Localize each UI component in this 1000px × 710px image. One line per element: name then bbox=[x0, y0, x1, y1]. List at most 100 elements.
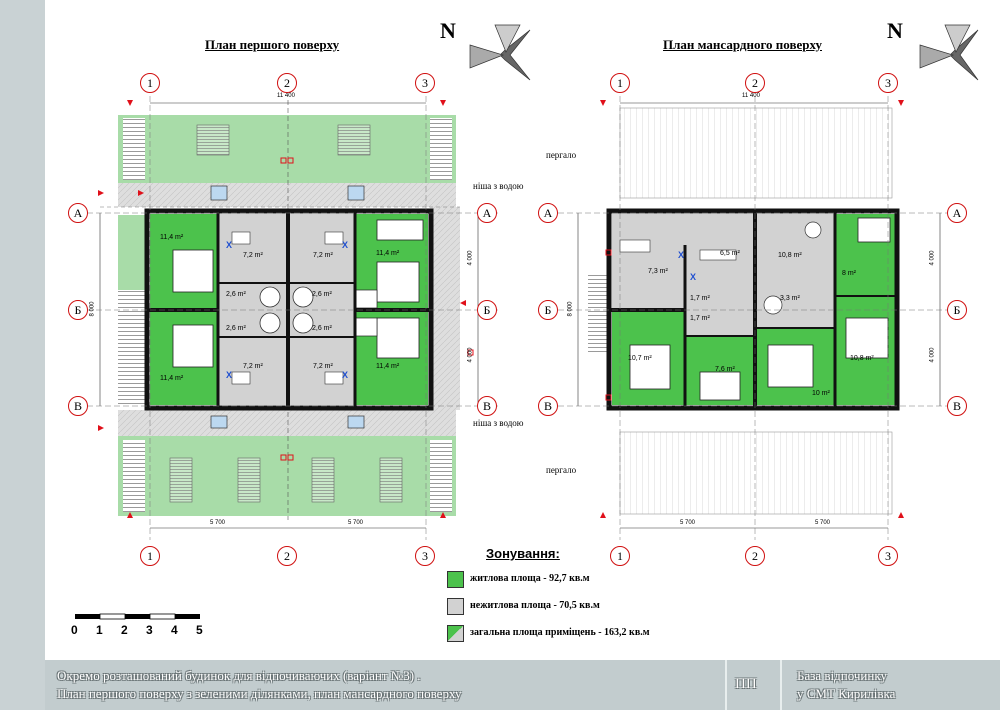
legend-total-label: загальна площа приміщень - 163,2 кв.м bbox=[470, 627, 650, 638]
svg-text:X: X bbox=[690, 272, 696, 282]
ground-dim-left: 8 000 bbox=[89, 301, 96, 317]
svg-text:X: X bbox=[678, 250, 684, 260]
ground-room-area: 2,6 m² bbox=[312, 291, 332, 298]
pergola-north bbox=[619, 107, 893, 199]
attic-floor-title: План мансардного поверху bbox=[663, 37, 822, 52]
ground-room-area: 11,4 m² bbox=[376, 363, 400, 370]
attic-dim-bottom-1: 5 700 bbox=[680, 520, 696, 526]
legend-swatch-total bbox=[447, 625, 464, 642]
title-block-line-2: План першого поверху з зеленими ділянкам… bbox=[57, 686, 462, 701]
title-block-line-1: Окремо розташований будинок для відпочив… bbox=[57, 668, 421, 683]
attic-room-area: 1,7 m² bbox=[690, 315, 710, 322]
ground-room-area: 7,2 m² bbox=[313, 252, 333, 259]
attic-dim-left: 8 000 bbox=[567, 301, 574, 317]
title-block: Окремо розташований будинок для відпочив… bbox=[45, 658, 1000, 710]
axis-marker-a: А bbox=[538, 203, 558, 223]
axis-marker-v: В bbox=[68, 396, 88, 416]
axis-marker-1: 1 bbox=[610, 73, 630, 93]
axis-marker-b: Б bbox=[538, 300, 558, 320]
pergola-south-label: пергало bbox=[546, 465, 577, 475]
legend-swatch-nonliving bbox=[447, 598, 464, 615]
legend-swatch-living bbox=[447, 571, 464, 588]
attic-dim-bottom-2: 5 700 bbox=[815, 520, 831, 526]
axis-marker-v: В bbox=[477, 396, 497, 416]
ground-dim-bottom-1: 5 700 bbox=[210, 520, 226, 526]
attic-room-area: 7,3 m² bbox=[648, 268, 668, 275]
ground-room-area: 2,6 m² bbox=[226, 325, 246, 332]
axis-marker-b: Б bbox=[68, 300, 88, 320]
title-block-project-2: у СМТ Кирилівка bbox=[797, 686, 896, 701]
ground-room-area: 11,4 m² bbox=[376, 250, 400, 257]
axis-marker-3: 3 bbox=[878, 546, 898, 566]
attic-room-area: 7,6 m² bbox=[715, 366, 735, 373]
ground-room-area: 2,6 m² bbox=[226, 291, 246, 298]
axis-marker-a: А bbox=[68, 203, 88, 223]
attic-width-dim: 11 400 bbox=[742, 93, 760, 99]
ground-room-area: 7,2 m² bbox=[313, 363, 333, 370]
ground-room-area: 2,6 m² bbox=[312, 325, 332, 332]
ground-floor-title: План першого поверху bbox=[205, 37, 340, 52]
ground-room-area: 11,4 m² bbox=[160, 234, 184, 241]
ground-dim-right-2: 4 000 bbox=[467, 347, 474, 363]
axis-marker-v: В bbox=[538, 396, 558, 416]
svg-text:X: X bbox=[342, 370, 348, 380]
water-niche-south: ніша з водою bbox=[473, 418, 524, 428]
ground-dim-bottom-2: 5 700 bbox=[348, 520, 364, 526]
ground-floor-plan: X X X X bbox=[99, 78, 479, 540]
ground-room-area: 7,2 m² bbox=[243, 252, 263, 259]
ground-room-area: 11,4 m² bbox=[160, 375, 184, 382]
scale-bar-graphic bbox=[75, 613, 200, 620]
scale-tick: 2 bbox=[121, 623, 128, 637]
section-markers bbox=[98, 100, 904, 518]
attic-room-area: 10,8 m² bbox=[850, 355, 874, 362]
axis-marker-1: 1 bbox=[140, 73, 160, 93]
axis-marker-1: 1 bbox=[140, 546, 160, 566]
legend-living-label: житлова площа - 92,7 кв.м bbox=[470, 573, 590, 584]
ground-width-dim: 11 400 bbox=[277, 93, 295, 99]
scale-tick: 4 bbox=[171, 623, 178, 637]
north-label-left: N bbox=[440, 18, 456, 43]
axis-marker-3: 3 bbox=[878, 73, 898, 93]
attic-room-area: 3,3 m² bbox=[780, 295, 800, 302]
attic-dim-right-1: 4 000 bbox=[929, 250, 936, 266]
scale-tick: 3 bbox=[146, 623, 153, 637]
attic-room-area: 10 m² bbox=[812, 390, 830, 397]
scale-tick: 5 bbox=[196, 623, 203, 637]
svg-text:X: X bbox=[226, 370, 232, 380]
axis-marker-2: 2 bbox=[277, 546, 297, 566]
attic-room-area: 10,7 m² bbox=[628, 355, 652, 362]
attic-floor-plan: X X bbox=[540, 78, 960, 540]
axis-marker-b: Б bbox=[477, 300, 497, 320]
scale-tick: 0 bbox=[71, 623, 78, 637]
axis-marker-3: 3 bbox=[415, 546, 435, 566]
water-niche-north: ніша з водою bbox=[473, 181, 524, 191]
compass-star-right bbox=[919, 24, 979, 81]
axis-marker-2: 2 bbox=[745, 73, 765, 93]
pergola-north-label: пергало bbox=[546, 150, 577, 160]
lawn-north bbox=[118, 115, 456, 183]
pergola-south bbox=[619, 431, 893, 515]
svg-text:X: X bbox=[342, 240, 348, 250]
title-block-project-1: База відпочинку bbox=[797, 668, 887, 683]
attic-room-area: 1,7 m² bbox=[690, 295, 710, 302]
attic-room-area: 8 m² bbox=[842, 270, 856, 277]
scale-tick: 1 bbox=[96, 623, 103, 637]
ground-room-area: 7,2 m² bbox=[243, 363, 263, 370]
axis-marker-a: А bbox=[477, 203, 497, 223]
axis-marker-b: Б bbox=[947, 300, 967, 320]
legend-nonliving-label: нежитлова площа - 70,5 кв.м bbox=[470, 600, 600, 611]
attic-room-area: 6,5 m² bbox=[720, 250, 740, 257]
paving-north bbox=[118, 183, 456, 207]
title-block-code: ПП bbox=[735, 676, 757, 692]
axis-marker-v: В bbox=[947, 396, 967, 416]
axis-marker-2: 2 bbox=[277, 73, 297, 93]
compass-star-left bbox=[469, 24, 531, 81]
axis-marker-1: 1 bbox=[610, 546, 630, 566]
paving-south bbox=[118, 410, 456, 436]
axis-marker-3: 3 bbox=[415, 73, 435, 93]
attic-room-area: 10,8 m² bbox=[778, 252, 802, 259]
axis-marker-a: А bbox=[947, 203, 967, 223]
legend-title: Зонування: bbox=[486, 546, 560, 561]
